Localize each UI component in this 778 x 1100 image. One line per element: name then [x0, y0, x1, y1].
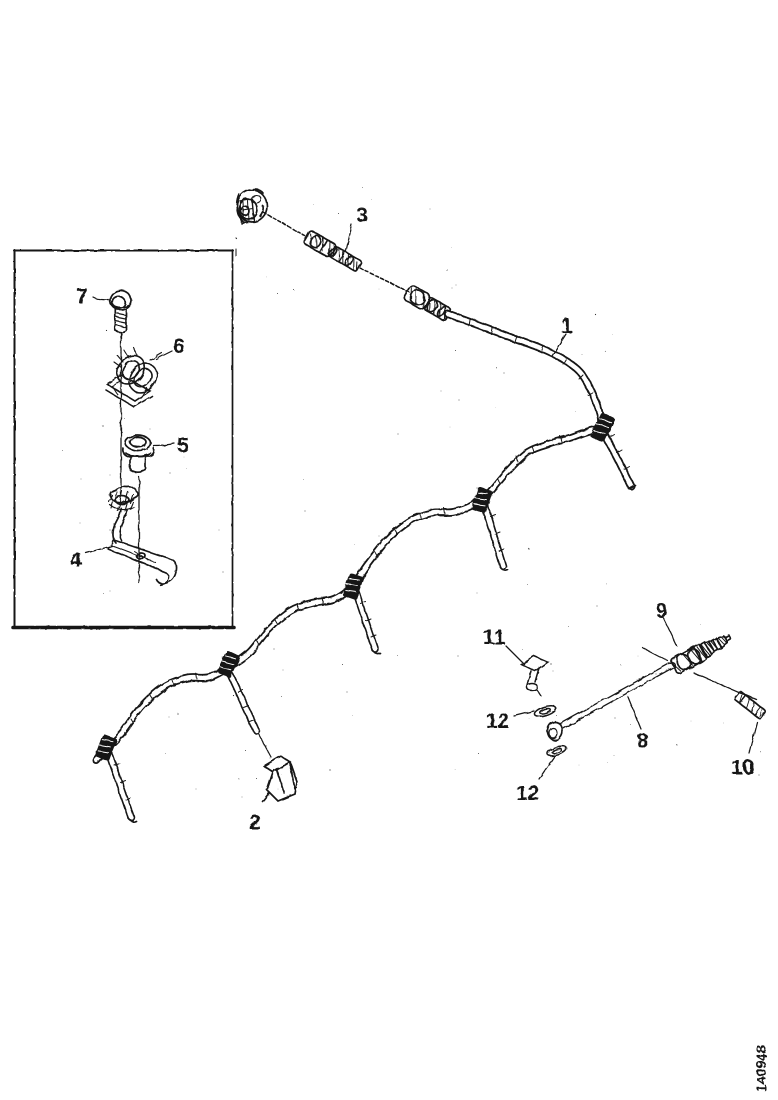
svg-text:2: 2 [249, 811, 261, 834]
svg-text:7: 7 [76, 285, 88, 308]
svg-text:12: 12 [516, 782, 539, 805]
svg-text:8: 8 [637, 730, 649, 753]
svg-text:3: 3 [356, 204, 368, 227]
svg-text:10: 10 [731, 756, 754, 779]
svg-text:5: 5 [177, 434, 189, 457]
svg-text:6: 6 [173, 335, 185, 358]
svg-text:9: 9 [656, 600, 668, 623]
svg-text:12: 12 [486, 710, 509, 733]
svg-text:4: 4 [70, 549, 82, 572]
svg-text:1: 1 [561, 315, 573, 338]
svg-text:11: 11 [483, 626, 506, 649]
svg-text:140948: 140948 [753, 1045, 769, 1092]
